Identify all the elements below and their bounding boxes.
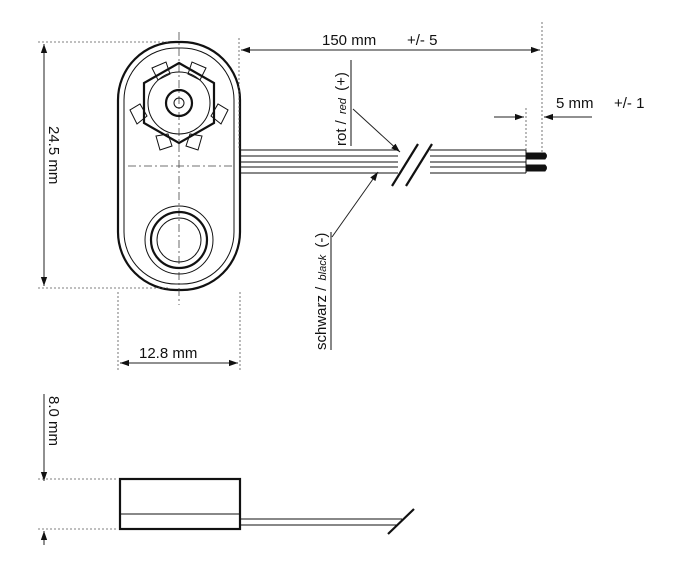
dim-cable-length-tolerance: +/- 5 xyxy=(407,32,437,49)
dimension-width: 12.8 mm xyxy=(117,292,241,372)
dimension-height: 24.5 mm xyxy=(38,41,170,289)
black-wire-leader xyxy=(331,171,379,238)
red-wire-leader xyxy=(352,108,401,153)
stripped-wire-end-red xyxy=(526,152,547,160)
black-wire-label: schwarz / black (-) xyxy=(313,233,330,350)
wire-red-german: rot / xyxy=(333,119,350,146)
cable-break-mark xyxy=(405,143,433,187)
cable-pair xyxy=(240,143,547,187)
wire-black-german: schwarz / xyxy=(313,286,330,350)
side-body-outline xyxy=(118,477,242,531)
dimension-thickness: 8.0 mm xyxy=(38,394,118,545)
cable-break-mark xyxy=(391,143,419,187)
stripped-wire-end-black xyxy=(526,164,547,172)
dim-width-label: 12.8 mm xyxy=(139,345,197,362)
wire-black-english: black xyxy=(317,254,329,280)
wire-red-polarity: (+) xyxy=(333,72,350,91)
dim-height-label: 24.5 mm xyxy=(45,126,62,184)
dim-cable-length-label: 150 mm xyxy=(322,32,376,49)
round-socket-terminal xyxy=(144,205,214,275)
dim-strip-length-label: 5 mm xyxy=(556,95,594,112)
red-wire-label: rot / red (+) xyxy=(333,72,350,146)
snap-connector-side-view xyxy=(118,477,415,535)
svg-text:rot / red (+): rot / red (+) xyxy=(333,72,350,146)
dimension-cable-length: 150 mm +/- 5 xyxy=(238,22,543,154)
dimension-strip-length: 5 mm +/- 1 xyxy=(494,95,644,150)
side-cable-break-mark xyxy=(387,508,415,535)
snap-connector-top-view xyxy=(116,32,547,305)
hex-snap-terminal xyxy=(129,61,229,151)
svg-text:schwarz / black (-: schwarz / black (-) xyxy=(313,233,330,350)
dim-thickness-label: 8.0 mm xyxy=(45,396,62,446)
wire-black-polarity: (-) xyxy=(313,233,330,248)
dim-strip-length-tolerance: +/- 1 xyxy=(614,95,644,112)
wire-red-english: red xyxy=(337,97,349,114)
